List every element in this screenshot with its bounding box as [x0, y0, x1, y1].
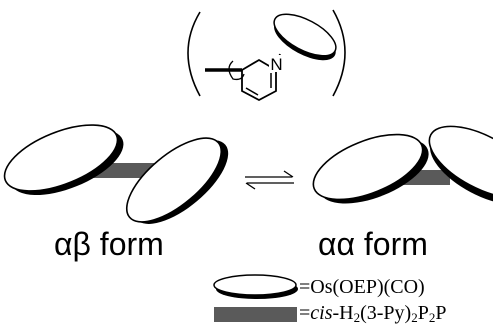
aa-right-disc: [428, 125, 493, 199]
legend-disc: [213, 274, 297, 296]
legend-bar-text: =cis-H2(3-Py)2P2P: [299, 302, 447, 325]
legend-bar-equals: =: [299, 302, 311, 324]
legend-disc-text: =Os(OEP)(CO): [299, 277, 425, 297]
ab-beta-glyph: β: [72, 226, 91, 262]
legend-bar-cis: cis: [310, 302, 333, 324]
forward-arrow-head: [283, 170, 294, 178]
aa-form-word: form: [355, 226, 428, 262]
ab-form-structure: [3, 124, 229, 224]
ring-inner-bond-1: [245, 87, 259, 96]
legend-bar-sub2: 2: [411, 310, 418, 325]
legend-bar-part4: P: [435, 302, 447, 324]
inset-pyridyl-group: N: [187, 9, 346, 102]
aa-left-disc: [312, 133, 424, 201]
aa-alpha-glyph-1: α: [318, 226, 337, 262]
reverse-arrow-head: [245, 182, 256, 190]
aa-form-label: αα form: [318, 228, 428, 260]
legend-disc-formula: Os(OEP)(CO): [310, 276, 425, 298]
ab-left-disc: [3, 124, 119, 192]
nitrogen-atom-label: N: [270, 55, 282, 74]
inset-disc: [273, 13, 337, 57]
ab-form-word: form: [90, 226, 164, 262]
equilibrium-arrows: [245, 170, 294, 190]
aa-form-structure: [312, 125, 493, 205]
left-parenthesis: [187, 11, 201, 97]
n-label-bg: [269, 55, 285, 72]
aa-alpha-glyph-2: α: [336, 226, 356, 262]
right-parenthesis: [332, 9, 346, 97]
ab-alpha-glyph: α: [54, 226, 73, 262]
legend-symbols: [213, 274, 298, 322]
legend-bar-sub1: 2: [353, 310, 361, 325]
legend-bar-part1: -H: [332, 302, 354, 324]
legend-bar-sub3: 2: [428, 310, 436, 325]
legend-bar: [214, 307, 297, 322]
legend-bar-part2: (3-Py): [360, 302, 412, 324]
pyridine-ring: [241, 58, 277, 102]
ab-right-disc: [125, 137, 223, 223]
legend-disc-equals: =: [299, 276, 311, 298]
legend-bar-part3: P: [417, 302, 429, 324]
ab-form-label: αβ form: [54, 228, 164, 260]
